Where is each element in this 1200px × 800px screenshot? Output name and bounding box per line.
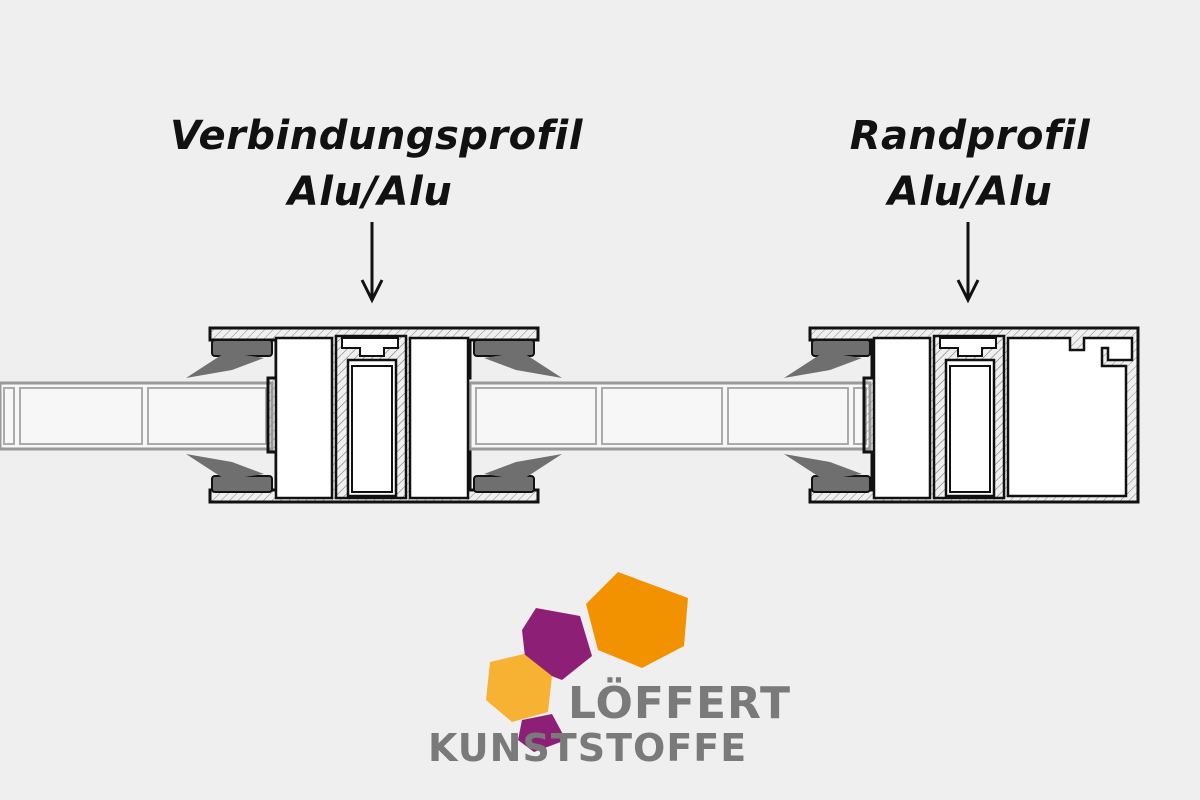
arrow-connection-profile	[360, 222, 384, 304]
label-connection-profile-line2: Alu/Alu	[287, 169, 453, 215]
label-edge-profile-line2: Alu/Alu	[887, 169, 1053, 215]
label-edge-profile: Randprofil Alu/Alu	[820, 108, 1120, 220]
label-connection-profile-line1: Verbindungsprofil	[170, 113, 583, 159]
connection-profile-section	[186, 326, 562, 504]
label-connection-profile: Verbindungsprofil Alu/Alu	[170, 108, 583, 220]
multiwall-panel-middle	[468, 381, 872, 451]
edge-profile-section	[784, 326, 1140, 504]
logo-text-loeffert: LÖFFERT	[568, 678, 791, 729]
arrow-edge-profile	[956, 222, 980, 304]
multiwall-panel-left	[0, 381, 274, 451]
company-logo-mark	[486, 572, 688, 752]
logo-text-kunststoffe: KUNSTSTOFFE	[428, 726, 748, 770]
label-edge-profile-line1: Randprofil	[849, 113, 1091, 159]
